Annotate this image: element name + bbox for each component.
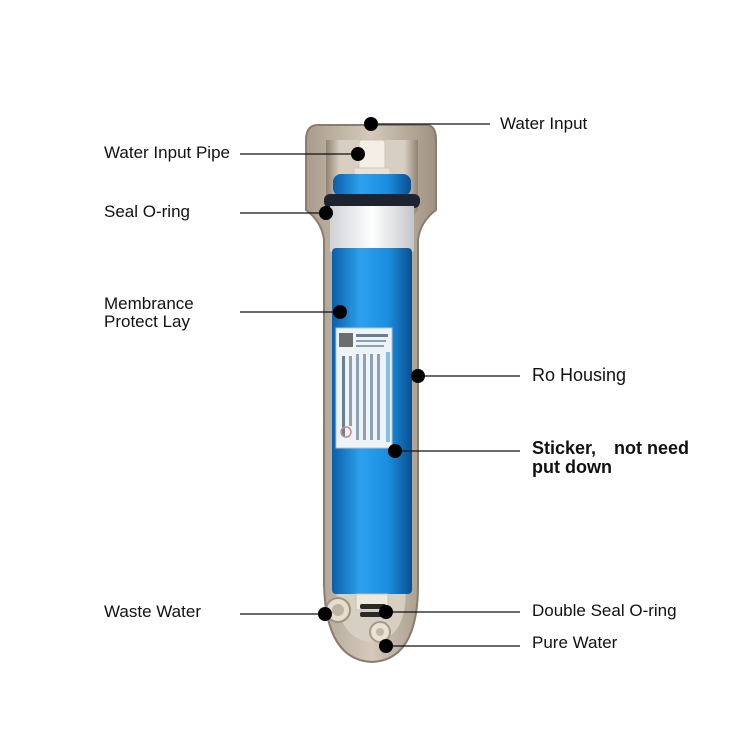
dot-sticker: [388, 444, 402, 458]
label-membrance-line1: Membrance: [104, 294, 194, 313]
dot-ro-housing: [411, 369, 425, 383]
label-water-input-pipe: Water Input Pipe: [104, 143, 230, 162]
membrane-sticker: [335, 327, 393, 449]
label-seal-o-ring: Seal O-ring: [104, 202, 190, 221]
label-sticker: Sticker, not need put down: [532, 439, 689, 477]
label-membrance: Membrance Protect Lay: [104, 295, 194, 331]
dot-pure-water: [379, 639, 393, 653]
label-sticker-line2: put down: [532, 457, 612, 477]
dot-water-input-pipe: [351, 147, 365, 161]
label-double-seal-o-ring: Double Seal O-ring: [532, 601, 677, 620]
dot-double-seal: [379, 605, 393, 619]
seal-o-ring: [324, 194, 420, 208]
label-ro-housing: Ro Housing: [532, 365, 627, 385]
waste-water-port: [325, 597, 351, 623]
label-sticker-line1: Sticker, not need: [532, 438, 690, 458]
double-seal-o-ring: [360, 604, 386, 609]
leader-dots: [318, 117, 425, 653]
dot-seal-o-ring: [319, 206, 333, 220]
membrane-top-cap: [333, 174, 411, 196]
leader-lines: [240, 123, 520, 647]
label-water-input: Water Input: [500, 114, 588, 133]
dot-water-input: [364, 117, 378, 131]
pure-water-port: [369, 621, 391, 643]
dot-waste-water: [318, 607, 332, 621]
dot-membrance: [333, 305, 347, 319]
membrane-white-band: [330, 206, 414, 252]
label-waste-water: Waste Water: [104, 602, 201, 621]
label-pure-water: Pure Water: [532, 633, 618, 652]
label-membrance-line2: Protect Lay: [104, 312, 190, 331]
